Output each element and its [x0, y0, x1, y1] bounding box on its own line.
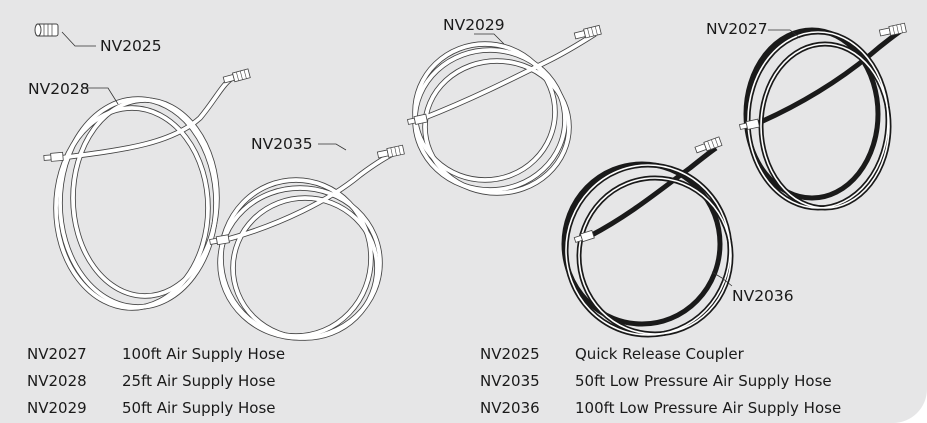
legend-description: 100ft Air Supply Hose [122, 345, 286, 363]
legend-code: NV2035 [480, 372, 540, 390]
legend-description: Quick Release Coupler [575, 345, 744, 363]
legend-description: 50ft Air Supply Hose [122, 399, 276, 417]
callout-nv2027: NV2027 [706, 20, 768, 38]
legend-description: 100ft Low Pressure Air Supply Hose [575, 399, 842, 417]
callout-nv2029: NV2029 [443, 16, 505, 34]
legend-code: NV2028 [27, 372, 87, 390]
hose-nv2027-drawing [738, 22, 907, 211]
legend-description: 25ft Air Supply Hose [122, 372, 276, 390]
leader-nv2028 [86, 87, 119, 105]
legend-code: NV2036 [480, 399, 540, 417]
callout-nv2035: NV2035 [251, 135, 313, 153]
callout-nv2036: NV2036 [732, 287, 794, 305]
leader-nv2029 [474, 33, 505, 45]
coupler-nv2025-drawing [34, 23, 59, 37]
hose-nv2029-drawing [406, 24, 602, 196]
legend-code: NV2029 [27, 399, 87, 417]
leader-nv2035 [318, 143, 347, 151]
callout-nv2025: NV2025 [100, 37, 162, 55]
callout-nv2028: NV2028 [28, 80, 90, 98]
leader-nv2027 [768, 29, 801, 39]
leader-nv2036 [711, 271, 733, 287]
hose-nv2035-drawing [208, 144, 405, 341]
hose-nv2028-drawing [43, 68, 251, 311]
legend-code: NV2025 [480, 345, 540, 363]
legend-code: NV2027 [27, 345, 87, 363]
leader-nv2025 [61, 31, 96, 47]
hose-nv2036-drawing [561, 136, 734, 338]
legend-description: 50ft Low Pressure Air Supply Hose [575, 372, 832, 390]
